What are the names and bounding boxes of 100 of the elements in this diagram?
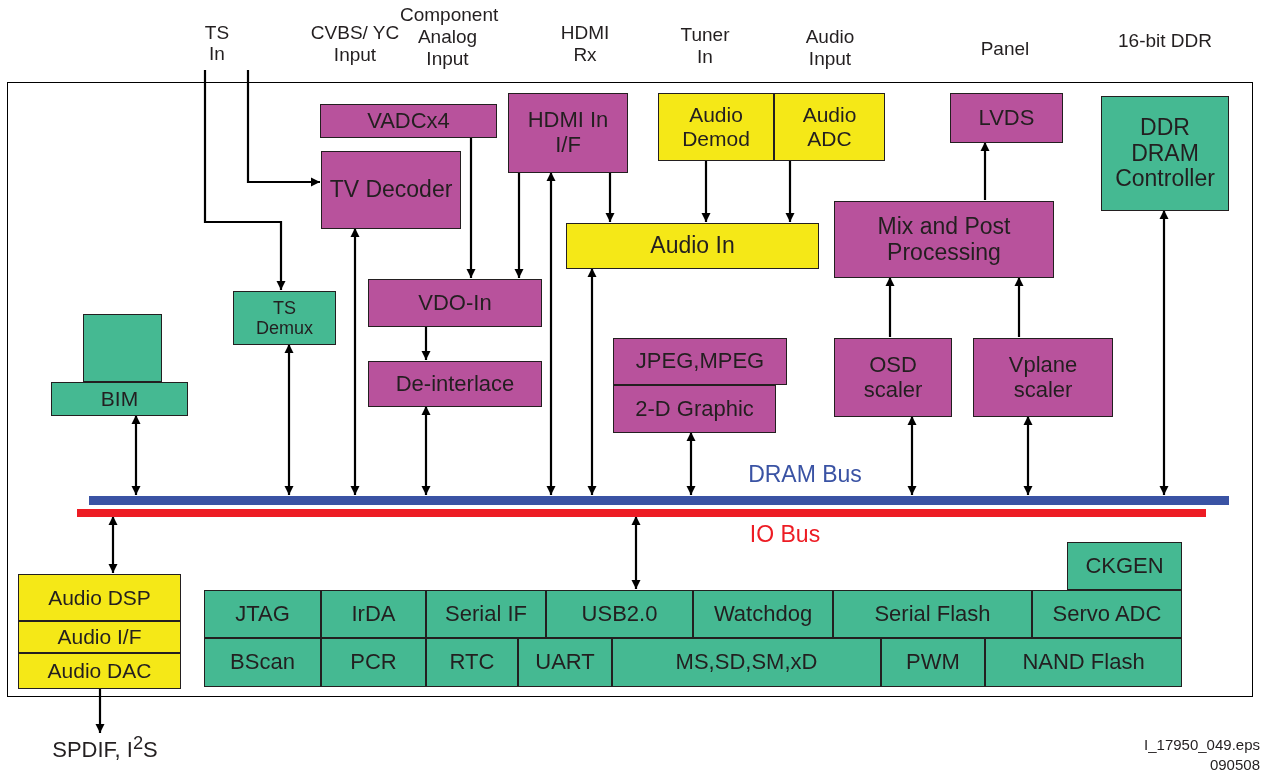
- block-box: [833, 590, 1032, 638]
- block-label: USB2.0: [580, 601, 659, 627]
- block-box: [368, 361, 542, 407]
- block-box: [18, 621, 181, 653]
- block-box: [950, 93, 1063, 143]
- io-label: SPDIF, I$^{2}$S: [35, 733, 175, 763]
- arrow: [350, 228, 360, 495]
- io-label: Tuner In: [679, 24, 731, 68]
- block-label: OSD scaler: [862, 352, 924, 403]
- block-box: [613, 385, 776, 433]
- block-label: TV Decoder: [328, 177, 454, 203]
- block-box: [985, 638, 1182, 687]
- arrow: [1014, 277, 1024, 337]
- arrow: [284, 344, 294, 495]
- bus-label: IO Bus: [748, 521, 822, 548]
- io-label: TS In: [198, 16, 236, 70]
- block-box: [51, 382, 188, 416]
- arrow: [421, 326, 431, 360]
- block-label: VADCx4: [366, 108, 451, 134]
- arrow: [587, 268, 597, 495]
- file-reference: I_17950_049.eps: [1143, 736, 1260, 754]
- block-label: Watchdog: [712, 601, 814, 627]
- block-box: [321, 638, 426, 687]
- arrow: [701, 160, 711, 222]
- block-box: [1032, 590, 1182, 638]
- block-label: TS Demux: [255, 297, 314, 339]
- block-box: [204, 638, 321, 687]
- arrow: [907, 416, 917, 495]
- arrow: [1023, 416, 1033, 495]
- arrow: [95, 688, 105, 733]
- block-box: [83, 314, 162, 382]
- block-box: [881, 638, 985, 687]
- block-label: UART: [534, 650, 596, 675]
- block-box: [546, 590, 693, 638]
- arrow: [514, 172, 524, 278]
- arrow: [785, 160, 795, 222]
- block-box: [368, 279, 542, 327]
- block-label: Serial Flash: [873, 601, 992, 627]
- arrow: [546, 172, 556, 495]
- io-label: Panel: [979, 38, 1031, 60]
- block-label: Audio Demod: [681, 103, 751, 151]
- block-label: PWM: [905, 650, 961, 675]
- block-box: [320, 104, 497, 138]
- io-label: HDMI Rx: [560, 22, 610, 66]
- block-label: JPEG,MPEG: [634, 349, 766, 374]
- arrow: [246, 70, 320, 187]
- block-label: Servo ADC: [1051, 601, 1163, 627]
- block-label: PCR: [349, 650, 398, 675]
- arrow: [466, 137, 476, 278]
- block-box: [834, 338, 952, 417]
- block-label: CKGEN: [1084, 553, 1165, 579]
- block-label: Audio ADC: [801, 103, 858, 151]
- block-label: Audio In: [649, 233, 736, 259]
- chip-outline: [7, 82, 1253, 697]
- io-label: CVBS/ YC Input: [309, 22, 401, 66]
- block-label: JTAG: [234, 601, 291, 627]
- arrow: [885, 277, 895, 337]
- block-label: LVDS: [977, 105, 1036, 131]
- arrow: [686, 432, 696, 495]
- block-box: [321, 151, 461, 229]
- block-label: 2-D Graphic: [634, 396, 755, 422]
- block-box: [693, 590, 833, 638]
- arrow: [421, 406, 431, 495]
- block-label: Audio DAC: [46, 659, 153, 683]
- io-label: 16-bit DDR: [1117, 30, 1213, 52]
- bus-bar: [89, 496, 1229, 505]
- block-box: [508, 93, 628, 173]
- block-label: Mix and Post Processing: [876, 213, 1012, 266]
- bus-bar: [77, 509, 1206, 517]
- bus-label: DRAM Bus: [747, 461, 863, 488]
- block-box: [774, 93, 885, 161]
- block-label: RTC: [448, 650, 496, 675]
- block-box: [426, 638, 518, 687]
- block-label: Vplane scaler: [1007, 352, 1079, 403]
- block-label: De-interlace: [394, 371, 516, 397]
- block-box: [612, 638, 881, 687]
- block-box: [426, 590, 546, 638]
- block-box: [973, 338, 1113, 417]
- block-box: [233, 291, 336, 345]
- block-label: Audio I/F: [56, 625, 143, 649]
- block-box: [204, 590, 321, 638]
- block-label: DDR DRAM Controller: [1114, 114, 1216, 193]
- block-box: [1101, 96, 1229, 211]
- arrow: [1159, 210, 1169, 495]
- file-reference: 090508: [1208, 756, 1260, 772]
- arrow: [203, 70, 286, 290]
- block-label: Serial IF: [444, 601, 528, 627]
- block-label: VDO-In: [417, 290, 493, 316]
- block-box: [613, 338, 787, 385]
- block-label: HDMI In I/F: [526, 108, 610, 158]
- block-box: [18, 653, 181, 689]
- block-label: MS,SD,SM,xD: [674, 650, 819, 675]
- arrow: [131, 415, 141, 495]
- block-label: NAND Flash: [1021, 650, 1146, 675]
- arrow: [605, 172, 615, 222]
- arrow: [980, 142, 990, 200]
- io-label: Audio Input: [804, 26, 856, 70]
- block-box: [834, 201, 1054, 278]
- arrow: [108, 516, 118, 573]
- block-box: [18, 574, 181, 621]
